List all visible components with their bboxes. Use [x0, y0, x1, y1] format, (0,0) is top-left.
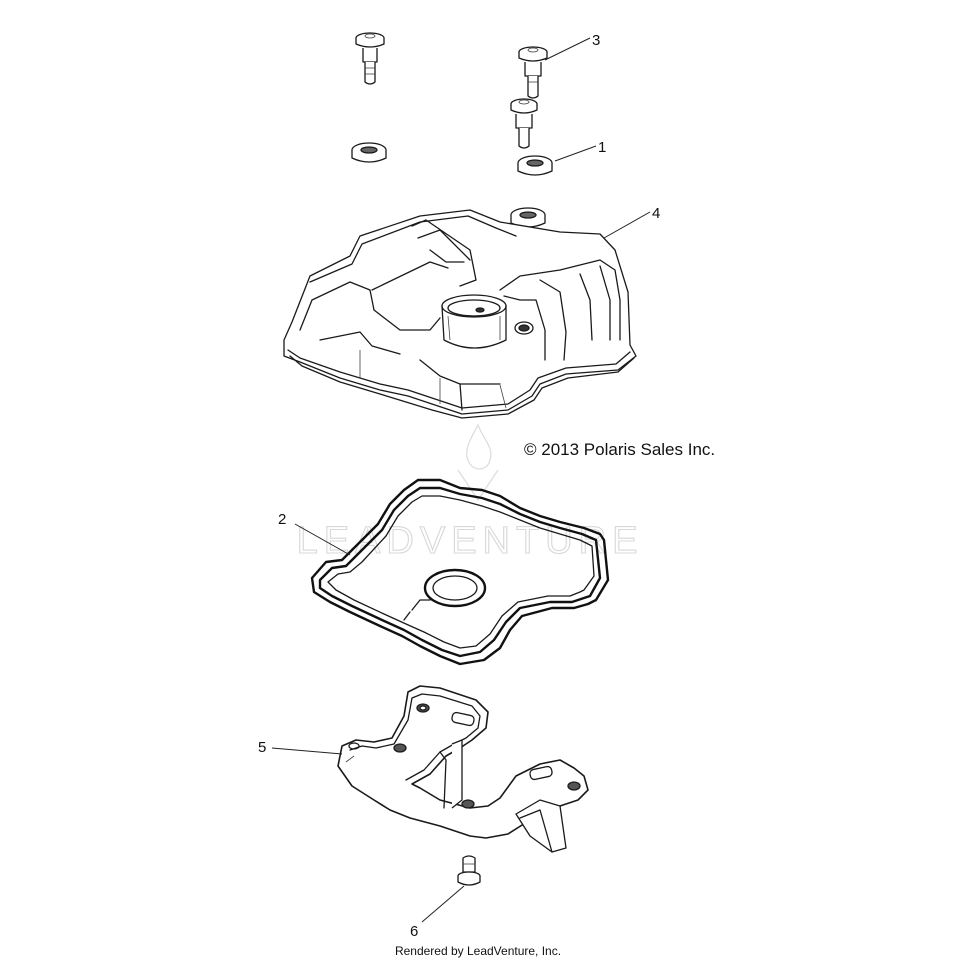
callout-1: 1: [598, 139, 606, 156]
callout-6: 6: [410, 923, 418, 940]
leader-4: [603, 211, 651, 239]
copyright-text: © 2013 Polaris Sales Inc.: [524, 440, 715, 459]
bolt-part-6: [457, 855, 481, 886]
bolt-part-3: [518, 46, 548, 99]
callout-5: 5: [258, 739, 266, 756]
callout-3: 3: [592, 32, 600, 49]
leader-3: [544, 37, 591, 61]
callout-2: 2: [278, 511, 286, 528]
valve-cover-part-4: [283, 209, 637, 419]
leader-6: [421, 885, 465, 923]
grommet-on-cover: [510, 207, 546, 228]
leader-1: [554, 145, 597, 162]
grommet-part-1: [517, 155, 553, 176]
leader-2: [294, 523, 351, 556]
bolt-upper-left: [355, 32, 385, 85]
grommet-left: [351, 142, 387, 163]
leader-5: [271, 747, 343, 755]
bolt-middle-right: [510, 98, 538, 149]
rendered-by-text: Rendered by LeadVenture, Inc.: [395, 944, 561, 958]
gasket-part-2: [310, 478, 610, 666]
callout-4: 4: [652, 205, 660, 222]
bracket-part-5: [337, 685, 589, 853]
watermark-text: LEADVENTURE: [297, 520, 644, 562]
